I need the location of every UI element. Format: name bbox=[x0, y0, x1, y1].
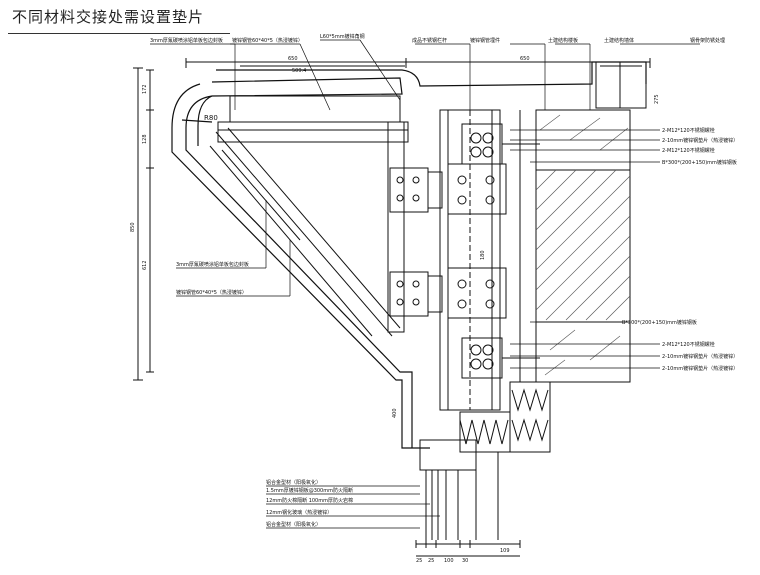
dim-left-2: 128 bbox=[142, 134, 148, 144]
callout-right-2: 2-10mm镀锌钢垫片（热浸镀锌） bbox=[662, 137, 738, 144]
top-dimension-chain bbox=[185, 58, 651, 68]
dim-vertical-2: 180 bbox=[480, 250, 486, 260]
title-underline bbox=[8, 33, 230, 34]
callout-right-3: 2-M12*120不锈钢螺栓 bbox=[662, 147, 715, 154]
dim-vertical-3: 275 bbox=[654, 94, 660, 104]
bolt-plate-upper bbox=[389, 163, 507, 215]
callout-top-1: 3mm厚氟碳喷涂铝单板包边封板 bbox=[150, 37, 223, 44]
column-bolts bbox=[470, 132, 540, 370]
dim-vertical-1: 400 bbox=[392, 408, 398, 418]
dim-bottom-2: 25 bbox=[428, 558, 434, 564]
callout-top-4: 成品不锈钢栏杆 bbox=[412, 37, 447, 44]
callout-left-2: 镀锌钢管60*40*5（热浸镀锌） bbox=[176, 289, 247, 296]
callout-top-7: 土建结构墙体 bbox=[604, 37, 634, 44]
curved-cladding bbox=[171, 61, 647, 449]
dim-bottom-1: 25 bbox=[416, 558, 422, 564]
callout-left-1: 3mm厚氟碳喷涂铝单板包边封板 bbox=[176, 261, 249, 268]
fire-insulation bbox=[459, 381, 551, 453]
callout-bottom-5: 铝合金型材（阳极氧化） bbox=[266, 521, 321, 528]
dim-bottom-3: 100 bbox=[444, 558, 454, 564]
callout-bottom-4: 12mm钢化玻璃（热浸镀锌） bbox=[266, 509, 332, 516]
drawing-title: 不同材料交接处需设置垫片 bbox=[12, 8, 205, 26]
callout-top-5: 镀锌钢管埋件 bbox=[470, 37, 500, 44]
railing-post bbox=[595, 61, 647, 109]
callout-right-4: B*300*(200+150)mm镀锌钢板 bbox=[662, 159, 737, 166]
bottom-dimension-chain bbox=[415, 540, 521, 557]
dim-left-1: 172 bbox=[142, 84, 148, 94]
glass-mullion bbox=[419, 439, 499, 540]
callout-right-5: B*300*(200+150)mm镀锌钢板 bbox=[622, 319, 697, 326]
diagonal-strut bbox=[209, 127, 401, 337]
callout-bottom-2: 1.5mm厚镀锌钢板@300mm防火隔断 bbox=[266, 487, 353, 494]
callout-top-3: L60*5mm镀锌角钢 bbox=[320, 33, 365, 40]
callout-top-2: 镀锌钢管60*40*5（热浸镀锌） bbox=[232, 37, 303, 44]
callout-right-8: 2-10mm镀锌钢垫片（热浸镀锌） bbox=[662, 365, 738, 372]
wall-hatching bbox=[535, 114, 631, 376]
bolt-plate-lower bbox=[389, 267, 507, 319]
dim-top-3: 650 bbox=[520, 56, 530, 62]
callout-top-6: 土建结构楼板 bbox=[548, 37, 578, 44]
leader-lines bbox=[150, 39, 700, 529]
callout-right-6: 2-M12*120不锈钢螺栓 bbox=[662, 341, 715, 348]
callout-bottom-3: 12mm防火棉隔断 100mm厚防火岩棉 bbox=[266, 497, 353, 504]
dim-bottom-4: 30 bbox=[462, 558, 468, 564]
callout-top-8: 钢骨架防锈处理 bbox=[690, 37, 725, 44]
dim-left-4: 850 bbox=[130, 222, 136, 232]
dim-top-1: 650 bbox=[288, 56, 298, 62]
dim-bottom-5: 109 bbox=[500, 548, 510, 554]
dim-top-2: 509.4 bbox=[292, 68, 306, 74]
radius-label: R80 bbox=[204, 114, 218, 122]
top-beam bbox=[217, 95, 409, 333]
dim-left-3: 612 bbox=[142, 260, 148, 270]
callout-bottom-1: 铝合金型材（阳极氧化） bbox=[266, 479, 321, 486]
callout-right-7: 2-10mm镀锌钢垫片（热浸镀锌） bbox=[662, 353, 738, 360]
left-dimension-chain bbox=[133, 67, 154, 381]
callout-right-1: 2-M12*120不锈钢螺栓 bbox=[662, 127, 715, 134]
